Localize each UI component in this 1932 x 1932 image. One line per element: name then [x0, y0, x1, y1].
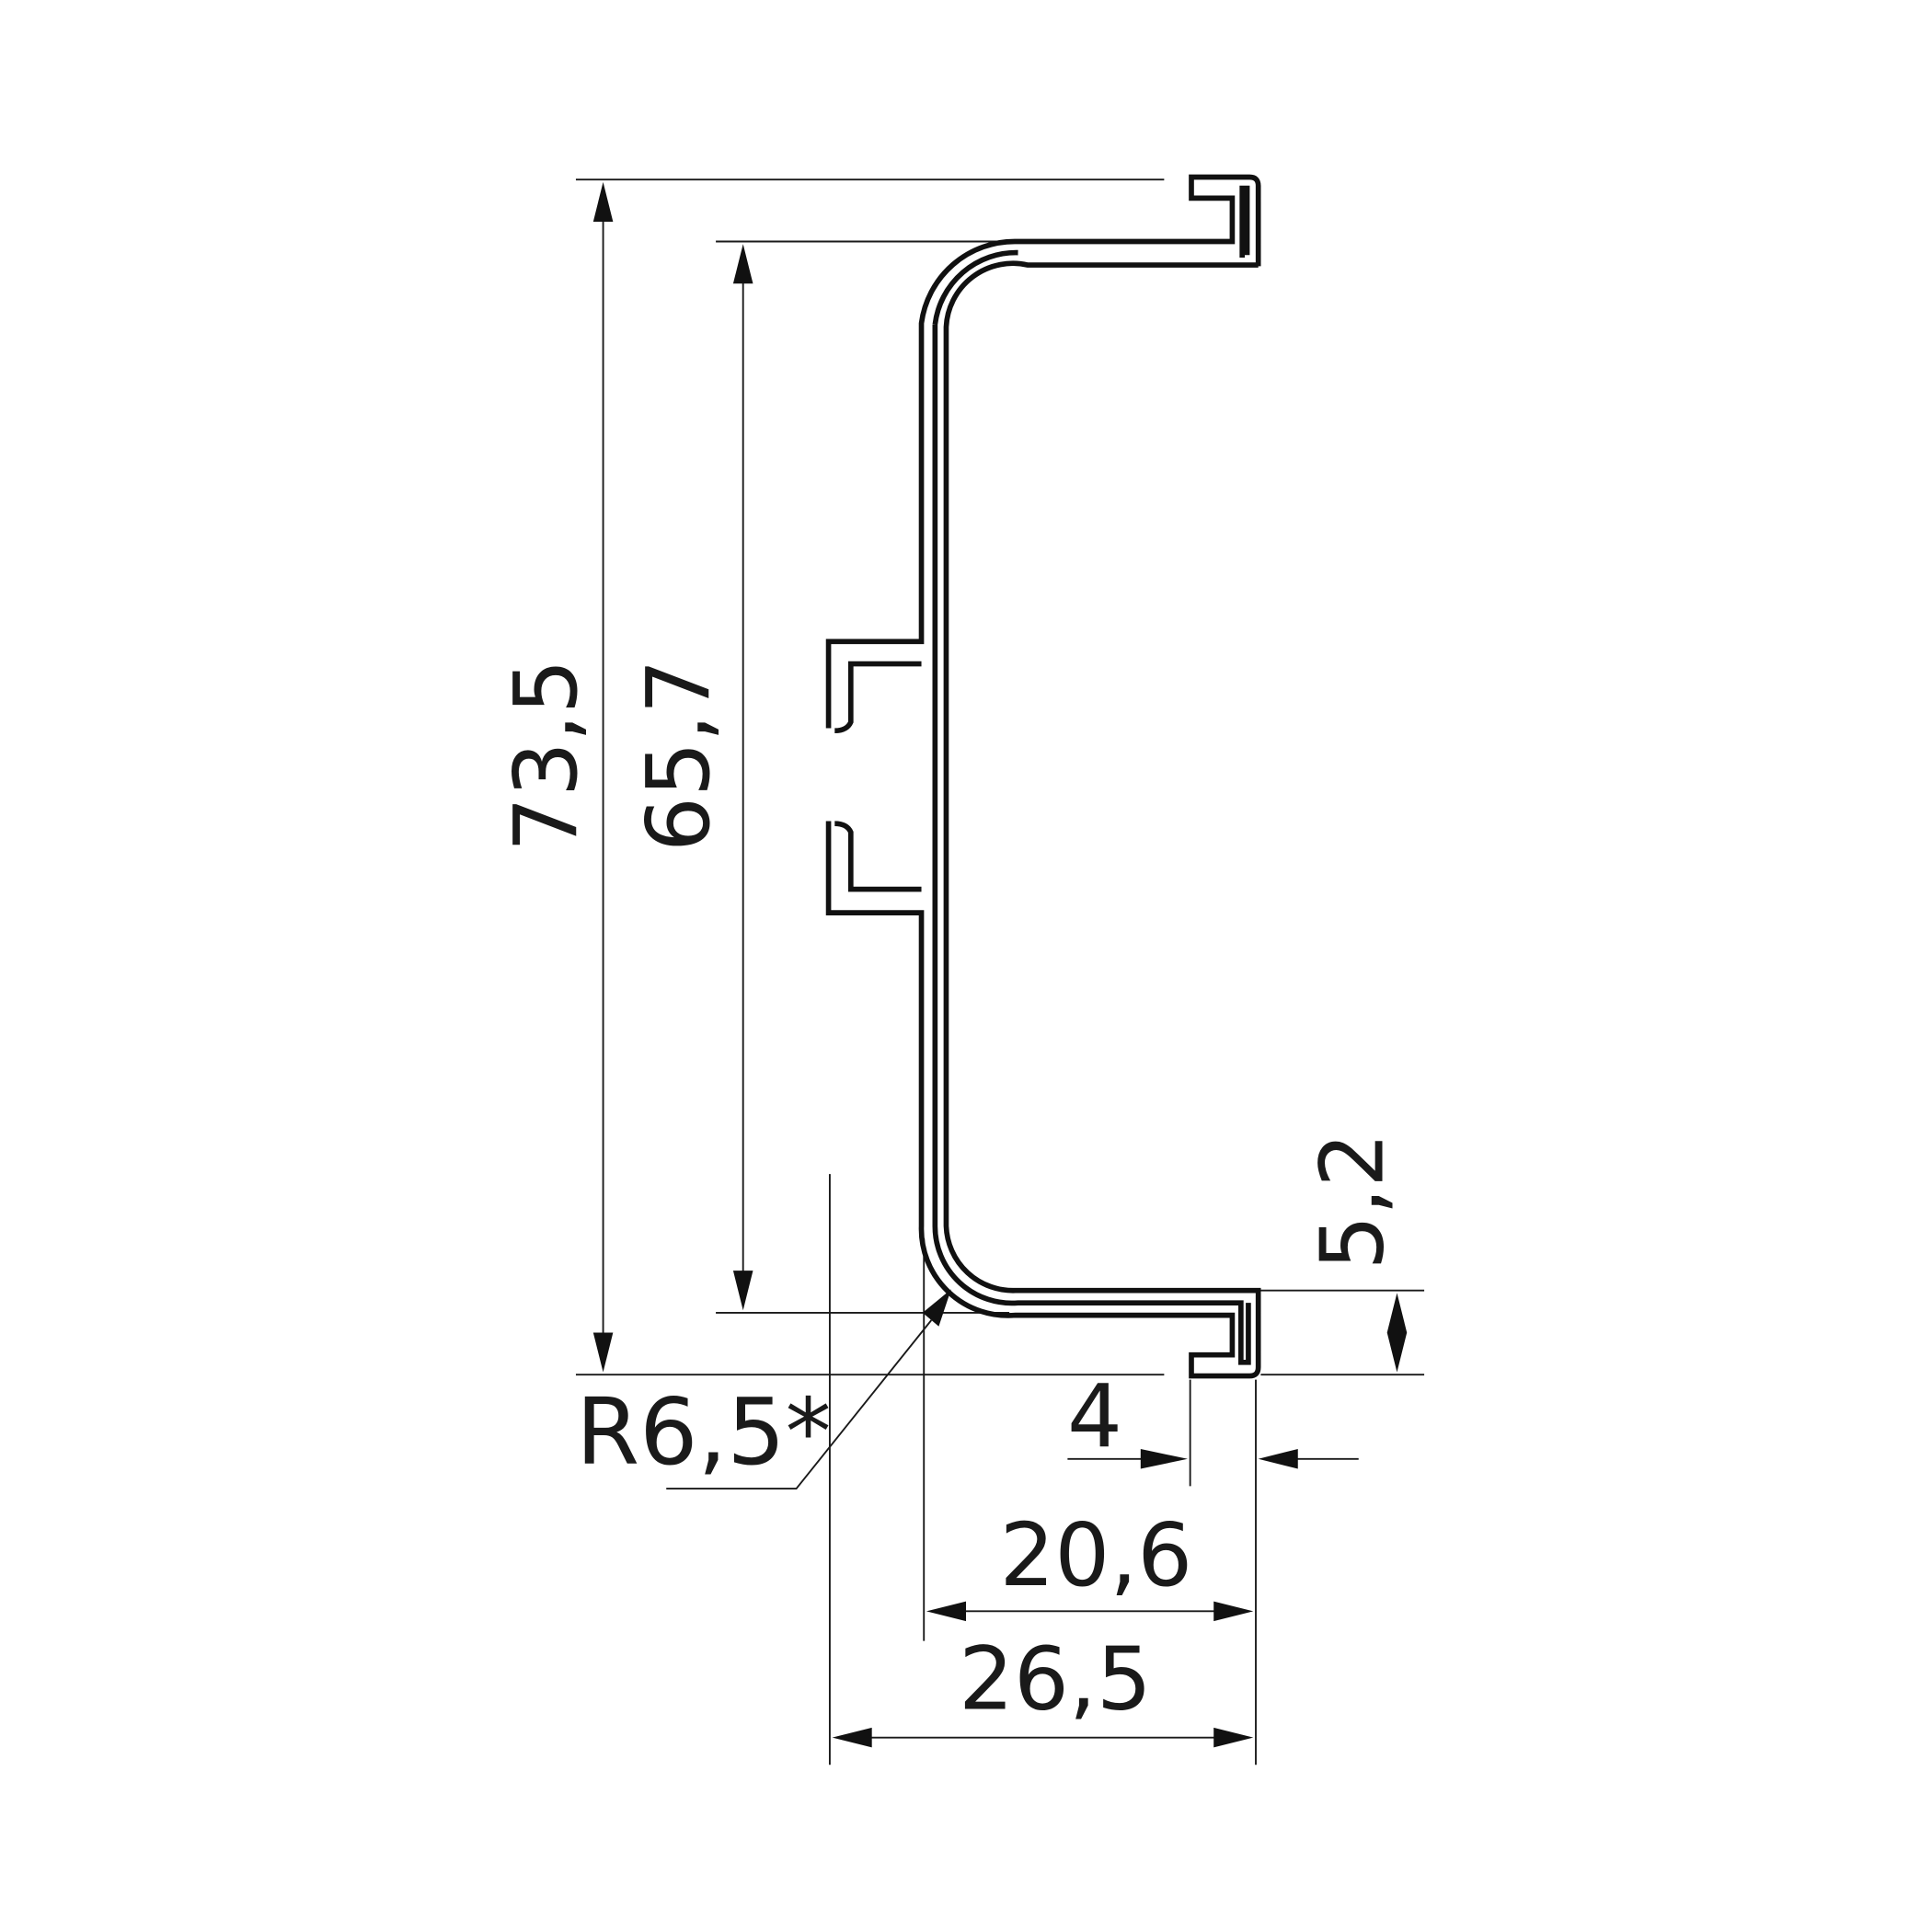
- arrow-head: [1213, 1727, 1254, 1748]
- arrow-head: [592, 1332, 614, 1373]
- radius-leader-line: [666, 1319, 933, 1490]
- dimension-labels: 73,5 65,7 5,2 4 20,6 26,5 R6,5*: [497, 659, 1403, 1730]
- arrow-head: [922, 1289, 951, 1327]
- arrow-head: [732, 1271, 753, 1311]
- upper-hook: [834, 661, 922, 734]
- dimension-lines: [592, 181, 1408, 1748]
- arrow-head: [1258, 1448, 1298, 1469]
- arrow-head: [1386, 1293, 1408, 1333]
- dim-label-total-height: 73,5: [497, 659, 597, 852]
- dim-label-total-width: 26,5: [959, 1630, 1152, 1731]
- profile-inner-contour: [932, 185, 1251, 1365]
- radius-label: R6,5*: [576, 1380, 831, 1486]
- dim-label-inner-height: 65,7: [629, 659, 730, 852]
- lower-hook: [834, 821, 922, 892]
- dim-label-lip-width: 4: [1067, 1367, 1122, 1467]
- profile-outer-contour: [825, 174, 1261, 1379]
- dim-label-inner-width: 20,6: [999, 1506, 1192, 1606]
- extension-lines: [575, 178, 1425, 1765]
- dim-label-lip-height: 5,2: [1303, 1133, 1403, 1271]
- arrow-head: [1213, 1601, 1254, 1622]
- profile-outline: [825, 174, 1261, 1379]
- arrow-head: [732, 244, 753, 284]
- arrow-head: [1140, 1448, 1188, 1469]
- arrow-head: [926, 1601, 966, 1622]
- arrow-head: [832, 1727, 872, 1748]
- arrow-head: [592, 181, 614, 222]
- arrow-head: [1386, 1332, 1408, 1373]
